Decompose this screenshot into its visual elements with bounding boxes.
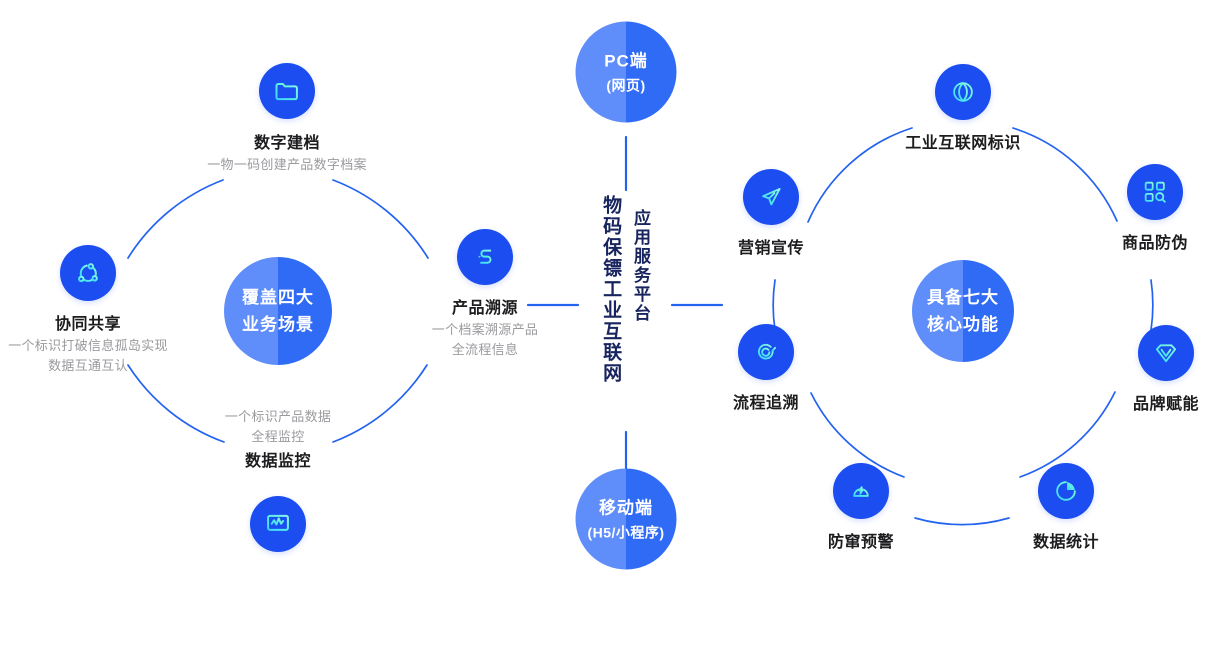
label-data-monitoring: 一个标识产品数据 全程监控 数据监控: [118, 407, 438, 473]
headline-primary: 物码保镖工业互联网: [600, 195, 622, 384]
platform-pc-subtitle: (网页): [606, 77, 646, 94]
left-hub-line2: 业务场景: [242, 315, 314, 334]
label-collaborative-sharing: 协同共享 一个标识打破信息孤岛实现 数据互通互认: [0, 314, 248, 376]
platform-mobile-title: 移动端: [599, 498, 653, 518]
alarm-light-icon: [833, 463, 889, 519]
subtitle-data-monitoring-2: 全程监控: [251, 429, 305, 444]
right-hub-line1: 具备七大: [927, 288, 999, 307]
title-marketing-promotion: 营销宣传: [737, 240, 804, 257]
pie-chart-icon: [1038, 463, 1094, 519]
node-marketing-promotion[interactable]: [743, 169, 799, 225]
title-industrial-internet-id: 工业互联网标识: [905, 135, 1021, 152]
subtitle-collaborative-sharing-2: 数据互通互认: [48, 358, 128, 373]
title-brand-empowerment: 品牌赋能: [1132, 396, 1199, 413]
monitor-waveform-icon: [250, 496, 306, 552]
left-ring-hub: 覆盖四大 业务场景: [224, 257, 332, 365]
node-anti-diversion-alert[interactable]: [833, 463, 889, 519]
node-data-statistics[interactable]: [1038, 463, 1094, 519]
label-anti-diversion-alert: 防窜预警: [761, 532, 961, 554]
node-product-traceability[interactable]: [457, 229, 513, 285]
node-collaborative-sharing[interactable]: [60, 245, 116, 301]
title-collaborative-sharing: 协同共享: [54, 316, 121, 333]
label-data-statistics: 数据统计: [966, 532, 1166, 554]
node-industrial-internet-id[interactable]: [935, 64, 991, 120]
title-anti-diversion-alert: 防窜预警: [827, 534, 894, 551]
paper-plane-icon: [743, 169, 799, 225]
node-data-monitoring[interactable]: [250, 496, 306, 552]
label-anti-counterfeiting: 商品防伪: [1055, 233, 1211, 255]
left-hub-line1: 覆盖四大: [242, 288, 314, 307]
node-process-tracing[interactable]: [738, 324, 794, 380]
title-process-tracing: 流程追溯: [732, 395, 799, 412]
spiral-target-icon: [738, 324, 794, 380]
label-process-tracing: 流程追溯: [666, 393, 866, 415]
platform-circle-mobile[interactable]: 移动端 (H5/小程序): [575, 468, 677, 570]
platform-pc-title: PC端: [604, 51, 648, 71]
trace-path-icon: [457, 229, 513, 285]
headline-secondary: 应用服务平台: [631, 209, 651, 323]
platform-mobile-subtitle: (H5/小程序): [587, 524, 665, 541]
folder-icon: [259, 63, 315, 119]
node-brand-empowerment[interactable]: [1138, 325, 1194, 381]
node-anti-counterfeiting[interactable]: [1127, 164, 1183, 220]
share-network-icon: [60, 245, 116, 301]
platform-circle-pc[interactable]: PC端 (网页): [575, 21, 677, 123]
title-anti-counterfeiting: 商品防伪: [1121, 235, 1188, 252]
label-digital-archive: 数字建档 一物一码创建产品数字档案: [127, 133, 447, 175]
globe-icon: [935, 64, 991, 120]
subtitle-product-traceability-1: 一个档案溯源产品: [431, 322, 539, 337]
title-product-traceability: 产品溯源: [451, 300, 518, 317]
title-data-statistics: 数据统计: [1032, 534, 1099, 551]
subtitle-product-traceability-2: 全流程信息: [451, 342, 519, 357]
diamond-icon: [1138, 325, 1194, 381]
title-data-monitoring: 数据监控: [244, 453, 311, 470]
label-product-traceability: 产品溯源 一个档案溯源产品 全流程信息: [325, 298, 645, 360]
right-ring-hub: 具备七大 核心功能: [912, 260, 1014, 362]
label-brand-empowerment: 品牌赋能: [1066, 394, 1211, 416]
title-digital-archive: 数字建档: [253, 135, 320, 152]
label-marketing-promotion: 营销宣传: [671, 238, 871, 260]
node-digital-archive[interactable]: [259, 63, 315, 119]
right-hub-line2: 核心功能: [927, 315, 999, 334]
subtitle-collaborative-sharing-1: 一个标识打破信息孤岛实现: [8, 338, 168, 353]
qr-scan-icon: [1127, 164, 1183, 220]
subtitle-data-monitoring-1: 一个标识产品数据: [224, 409, 332, 424]
subtitle-digital-archive-1: 一物一码创建产品数字档案: [207, 157, 367, 172]
label-industrial-internet-id: 工业互联网标识: [813, 133, 1113, 155]
